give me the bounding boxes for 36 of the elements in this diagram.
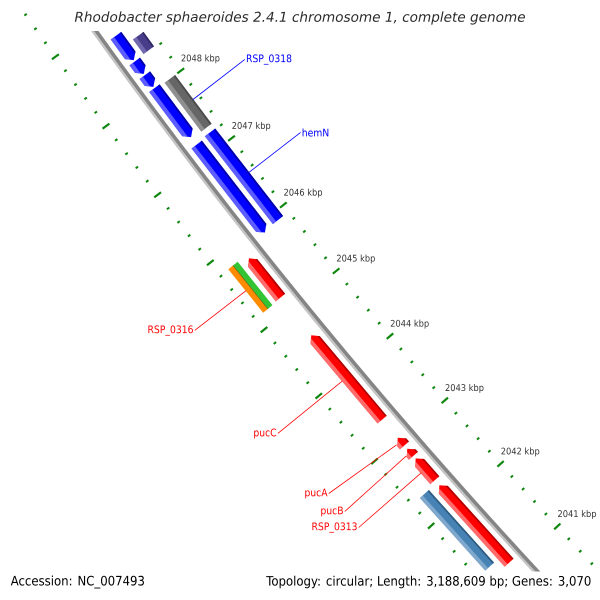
leader-line	[192, 59, 246, 100]
genome-summary: Topology: circular; Length: 3,188,609 bp; Genes: 3,070	[266, 576, 591, 588]
gene-block	[149, 84, 193, 138]
leader-line	[328, 444, 398, 494]
gene-label: pucC	[254, 428, 276, 438]
accession-label: Accession: NC_007493	[10, 576, 144, 588]
tick-label: 2048 kbp	[182, 54, 220, 64]
feature-bar	[228, 262, 272, 313]
leader-line	[344, 456, 407, 512]
gene-label: pucB	[321, 506, 343, 516]
gene-block	[140, 71, 156, 87]
gene-block	[406, 448, 418, 460]
leader-line	[194, 290, 246, 331]
title: Rhodobacter sphaeroides 2.4.1 chromosome 1, complete genome	[74, 11, 525, 25]
tick-label: 2047 kbp	[232, 122, 270, 131]
gene-label: RSP_0316	[148, 325, 193, 336]
gene-label: RSP_0313	[312, 522, 357, 533]
gene-block	[397, 438, 409, 450]
tick-label: 2042 kbp	[501, 447, 540, 456]
gene-label: RSP_0318	[246, 54, 292, 65]
gene-block	[192, 140, 266, 233]
gene-block	[110, 32, 136, 60]
gene-block	[415, 458, 440, 484]
tick-label: 2043 kbp	[446, 384, 484, 393]
gene-block	[130, 58, 146, 74]
gene-label: hemN	[302, 128, 328, 137]
gene-block	[310, 335, 387, 424]
leader-line	[358, 472, 422, 528]
feature-bar	[420, 490, 494, 571]
gene-label: pucA	[305, 488, 328, 498]
tick-label: 2046 kbp	[284, 188, 322, 198]
leader-line	[277, 380, 343, 434]
tick-label: 2044 kbp	[390, 320, 429, 329]
feature-bar	[133, 32, 154, 54]
tick-label: 2041 kbp	[558, 510, 596, 519]
tick-label: 2045 kbp	[336, 254, 375, 264]
